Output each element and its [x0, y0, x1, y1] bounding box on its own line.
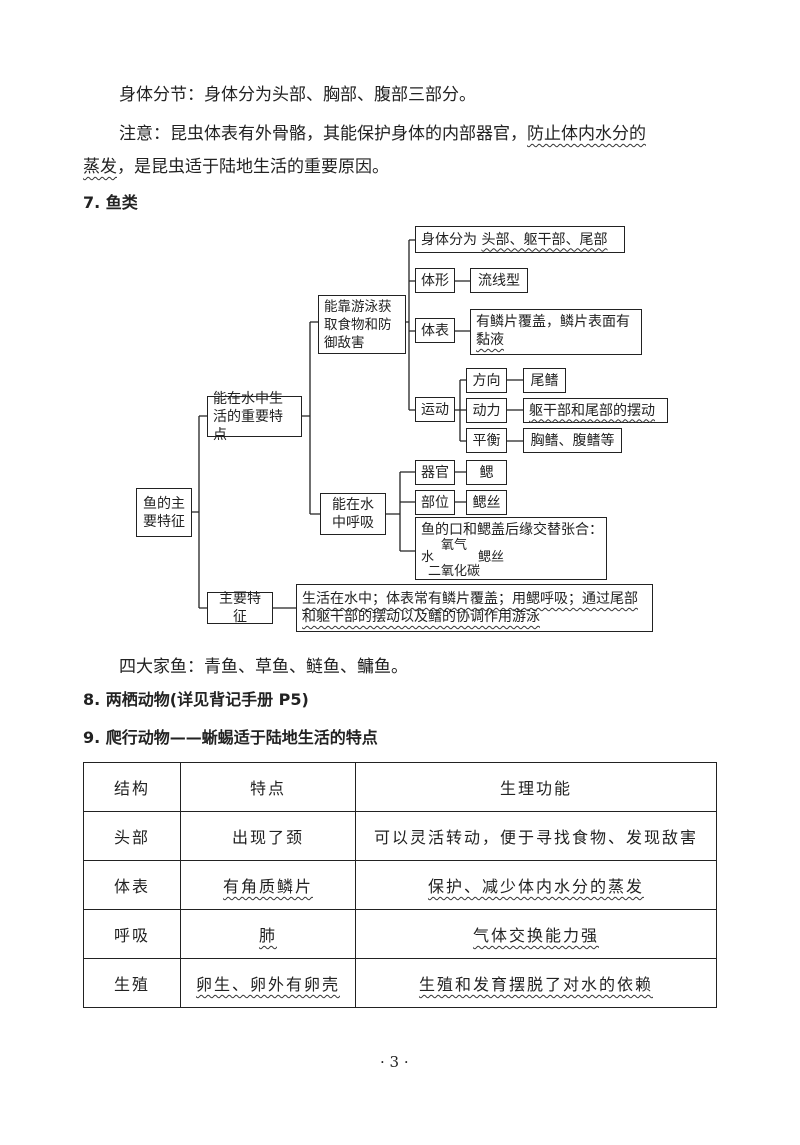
table-row: 体表 有角质鳞片 保护、减少体内水分的蒸发 [83, 860, 717, 910]
heading-fish: 7. 鱼类 [83, 193, 138, 212]
table-cell: 气体交换能力强 [355, 909, 717, 959]
table-cell: 出现了颈 [180, 811, 356, 861]
node-move: 运动 [415, 397, 455, 422]
table-header: 生理功能 [355, 762, 717, 812]
paragraph-four-fish: 四大家鱼：青鱼、草鱼、鲢鱼、鳙鱼。 [119, 657, 408, 677]
node-balance-value: 胸鳍、腹鳍等 [523, 428, 622, 453]
label-co2: 二氧化碳 [428, 564, 481, 579]
page-number: · 3 · [380, 1053, 409, 1071]
table-row: 头部 出现了颈 可以灵活转动，便于寻找食物、发现敌害 [83, 811, 717, 861]
node-skin-value: 有鳞片覆盖，鳞片表面有黏液 [470, 309, 642, 355]
node-direction-value: 尾鳍 [523, 368, 566, 393]
node-main-features: 主要特征 [207, 591, 273, 625]
note-emphasis: 防止体内水分的 [527, 124, 646, 144]
cell-text: 有角质鳞片 [222, 877, 313, 896]
skin-text: 有鳞片覆盖，鳞片表面有 [476, 314, 630, 330]
table-row: 生殖 卵生、卵外有卵壳 生殖和发育摆脱了对水的依赖 [83, 958, 717, 1008]
table-row: 呼吸 肺 气体交换能力强 [83, 909, 717, 959]
cell-text: 保护、减少体内水分的蒸发 [427, 877, 644, 896]
cell-text: 生殖和发育摆脱了对水的依赖 [418, 975, 653, 994]
node-organ-value: 鳃 [466, 460, 507, 485]
node-organ: 器官 [415, 460, 455, 485]
node-root: 鱼的主要特征 [136, 488, 192, 537]
table-cell: 生殖 [83, 958, 181, 1008]
label-water: 水 [421, 550, 435, 565]
node-position-value: 鳃丝 [466, 490, 507, 515]
heading-amphibians: 8. 两栖动物(详见背记手册 P5) [83, 690, 309, 709]
node-direction: 方向 [466, 368, 507, 393]
body-prefix: 身体分为 [421, 231, 477, 248]
process-text: 鱼的口和鳃盖后缘交替张合： [421, 522, 603, 538]
node-power: 动力 [466, 398, 507, 423]
table-header: 结构 [83, 762, 181, 812]
node-shape: 体形 [415, 268, 455, 293]
node-skin: 体表 [415, 318, 455, 343]
table-cell: 可以灵活转动，便于寻找食物、发现敌害 [355, 811, 717, 861]
node-process: 鱼的口和鳃盖后缘交替张合： [415, 517, 607, 580]
paragraph-body-segments: 身体分节：身体分为头部、胸部、腹部三部分。 [119, 85, 476, 105]
lizard-table: 结构 特点 生理功能 头部 出现了颈 可以灵活转动，便于寻找食物、发现敌害 体表… [83, 762, 717, 1008]
label-gill-filament: 鳃丝 [478, 550, 505, 565]
node-balance: 平衡 [466, 428, 507, 453]
table-header: 特点 [180, 762, 356, 812]
paragraph-note: 注意：昆虫体表有外骨骼，其能保护身体的内部器官，防止体内水分的 [119, 119, 646, 144]
paragraph-note-cont: 蒸发，是昆虫适于陆地生活的重要原因。 [83, 152, 389, 177]
note-text: 注意：昆虫体表有外骨骼，其能保护身体的内部器官， [119, 124, 527, 144]
table-cell: 肺 [180, 909, 356, 959]
node-power-value: 躯干部和尾部的摆动 [523, 398, 668, 423]
table-cell: 生殖和发育摆脱了对水的依赖 [355, 958, 717, 1008]
note-emphasis-2: 蒸发 [83, 157, 117, 177]
cell-text: 卵生、卵外有卵壳 [195, 975, 340, 994]
main-features-text: 生活在水中；体表常有鳞片覆盖；用鳃呼吸；通过尾部和躯干部的摆动以及鳍的协调作用游… [302, 591, 638, 625]
cell-text: 肺 [258, 926, 277, 945]
table-cell: 保护、减少体内水分的蒸发 [355, 860, 717, 910]
cell-text: 气体交换能力强 [472, 926, 599, 945]
node-shape-value: 流线型 [470, 268, 528, 293]
table-cell: 呼吸 [83, 909, 181, 959]
table-cell: 卵生、卵外有卵壳 [180, 958, 356, 1008]
table-header-row: 结构 特点 生理功能 [83, 762, 717, 812]
node-breathe: 能在水中呼吸 [320, 493, 386, 535]
heading-reptiles: 9. 爬行动物——蜥蜴适于陆地生活的特点 [83, 728, 378, 747]
node-swim: 能靠游泳获取食物和防御敌害 [318, 295, 406, 354]
skin-mucus: 黏液 [476, 332, 504, 348]
body-parts: 头部、躯干部、尾部 [481, 231, 608, 248]
label-oxygen: 氧气 [441, 538, 468, 553]
node-main-features-text: 生活在水中；体表常有鳞片覆盖；用鳃呼吸；通过尾部和躯干部的摆动以及鳍的协调作用游… [296, 584, 653, 632]
node-body: 身体分为 头部、躯干部、尾部 [415, 226, 625, 253]
table-cell: 体表 [83, 860, 181, 910]
note-text-2: ，是昆虫适于陆地生活的重要原因。 [117, 157, 389, 177]
node-water-life: 能在水中生活的重要特点 [207, 391, 302, 443]
power-text: 躯干部和尾部的摆动 [529, 402, 655, 419]
table-cell: 头部 [83, 811, 181, 861]
node-position: 部位 [415, 490, 455, 515]
table-cell: 有角质鳞片 [180, 860, 356, 910]
